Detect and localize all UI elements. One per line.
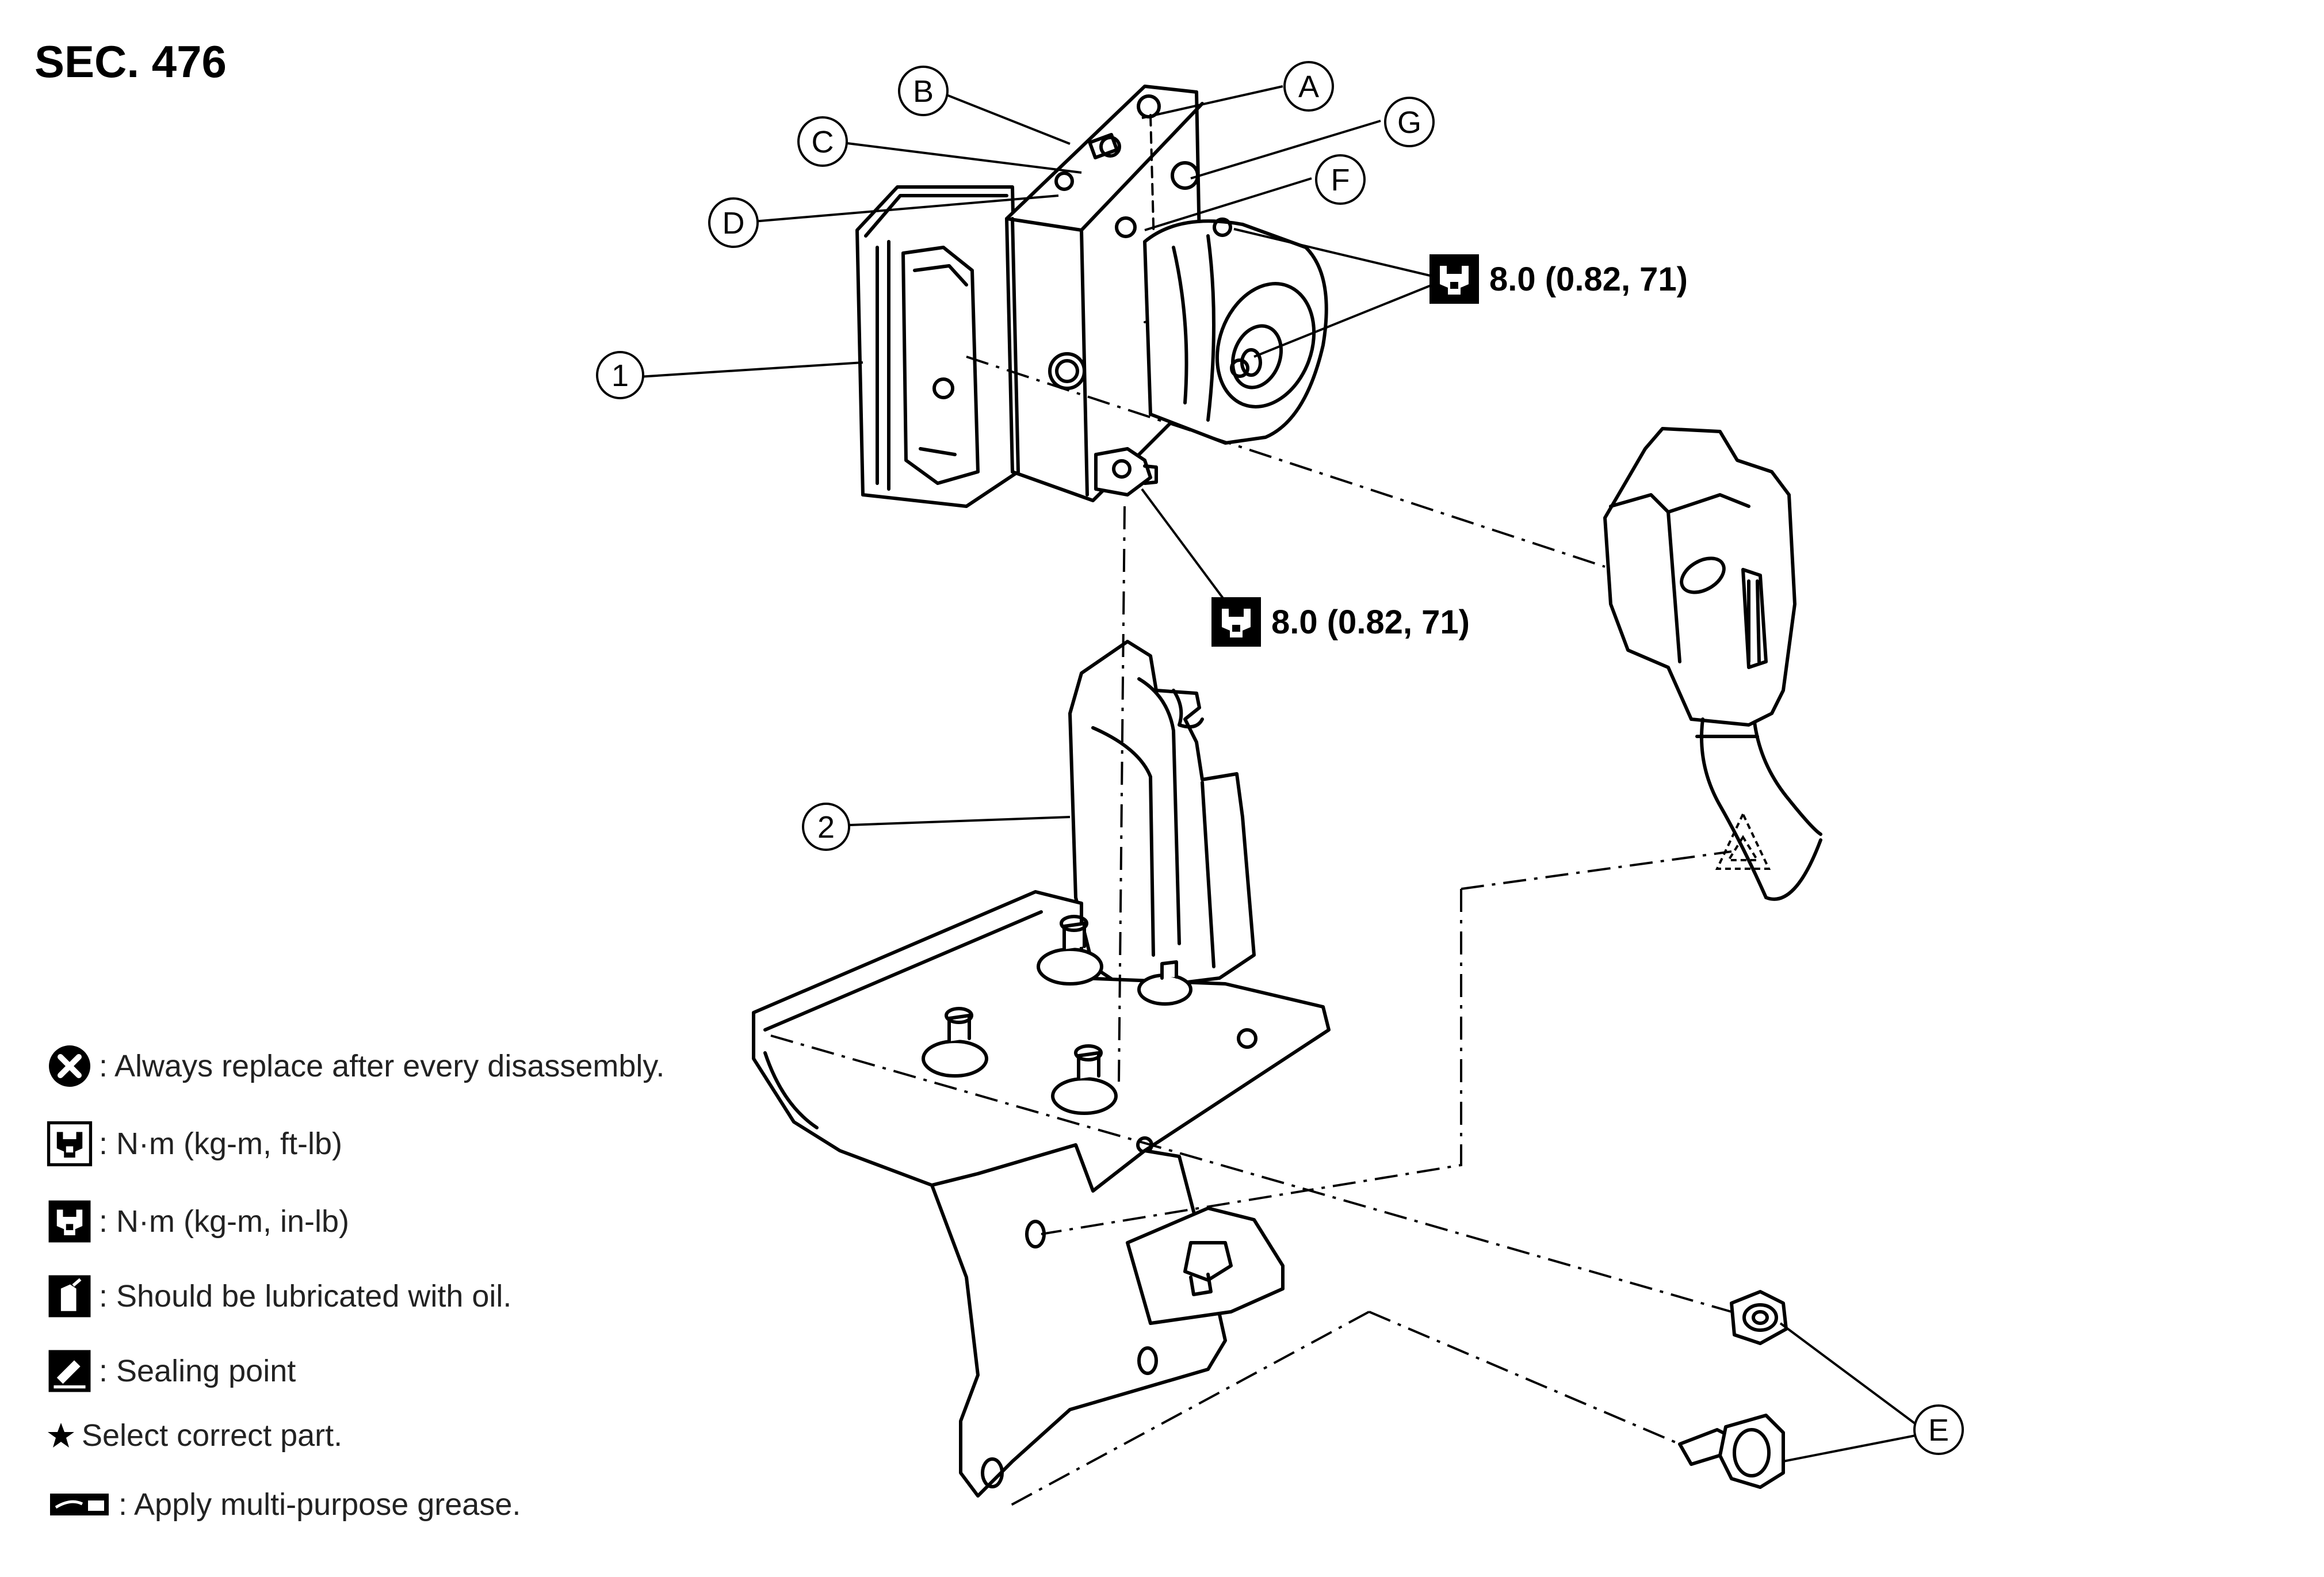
legend-torque-inlb-text: : N·m (kg-m, in-lb) <box>99 1204 349 1239</box>
callouts: A B C D G F 1 2 E <box>596 61 1964 1455</box>
bolts-e <box>1678 1290 1788 1489</box>
grease-icon <box>45 1480 114 1529</box>
legend-replace: : Always replace after every disassembly… <box>45 1041 664 1091</box>
wrench-socket-solid-icon <box>1211 597 1261 647</box>
leader-lines <box>638 85 1917 1463</box>
legend-oil: : Should be lubricated with oil. <box>45 1271 511 1321</box>
callout-b-label: B <box>913 74 934 109</box>
legend-sealing-text: : Sealing point <box>99 1354 296 1388</box>
wrench-socket-solid-icon <box>1429 254 1479 304</box>
torque-spec-lower: 8.0 (0.82, 71) <box>1210 596 1470 648</box>
callout-1-label: 1 <box>611 358 629 393</box>
star-icon <box>45 1411 77 1460</box>
callout-g-label: G <box>1397 105 1421 140</box>
legend-torque-ftlb: : N·m (kg-m, ft-lb) <box>45 1119 342 1169</box>
legend-sealing: : Sealing point <box>45 1346 296 1396</box>
callout-f-label: F <box>1331 163 1350 197</box>
callout-a-label: A <box>1298 70 1319 104</box>
callout-e: E <box>1913 1404 1964 1455</box>
callout-c: C <box>797 116 848 167</box>
callout-d: D <box>708 197 759 248</box>
callout-e-label: E <box>1928 1413 1949 1448</box>
wrench-socket-solid-icon <box>45 1197 94 1246</box>
sealant-icon <box>45 1346 94 1396</box>
assembly-lines <box>770 356 1732 1509</box>
x-circle-icon <box>45 1041 94 1091</box>
callout-g: G <box>1384 97 1435 147</box>
legend-replace-text: : Always replace after every disassembly… <box>99 1049 665 1083</box>
callout-d-label: D <box>723 206 745 240</box>
torque-value-upper: 8.0 (0.82, 71) <box>1489 260 1688 298</box>
callout-f: F <box>1315 154 1366 205</box>
callout-b: B <box>898 66 949 116</box>
callout-2-label: 2 <box>817 810 835 845</box>
oil-can-icon <box>45 1271 94 1321</box>
legend-torque-ftlb-text: : N·m (kg-m, ft-lb) <box>99 1127 342 1161</box>
torque-spec-upper: 8.0 (0.82, 71) <box>1428 253 1688 305</box>
harness-connector <box>1603 427 1822 901</box>
legend-star: Select correct part. <box>45 1411 342 1460</box>
legend-grease-text: : Apply multi-purpose grease. <box>119 1487 521 1522</box>
callout-2: 2 <box>802 803 850 851</box>
torque-value-lower: 8.0 (0.82, 71) <box>1271 603 1470 641</box>
abs-actuator-unit <box>855 85 1328 508</box>
actuator-bracket <box>752 640 1331 1498</box>
section-title: SEC. 476 <box>35 36 227 87</box>
legend-star-text: Select correct part. <box>82 1418 343 1453</box>
legend-grease: : Apply multi-purpose grease. <box>45 1480 521 1529</box>
wrench-socket-outline-icon <box>45 1119 94 1169</box>
callout-a: A <box>1283 61 1334 112</box>
legend-torque-inlb: : N·m (kg-m, in-lb) <box>45 1197 349 1246</box>
legend-oil-text: : Should be lubricated with oil. <box>99 1279 512 1313</box>
callout-c-label: C <box>812 125 834 159</box>
replace-warning-icon <box>1715 811 1771 870</box>
callout-1: 1 <box>596 351 644 399</box>
